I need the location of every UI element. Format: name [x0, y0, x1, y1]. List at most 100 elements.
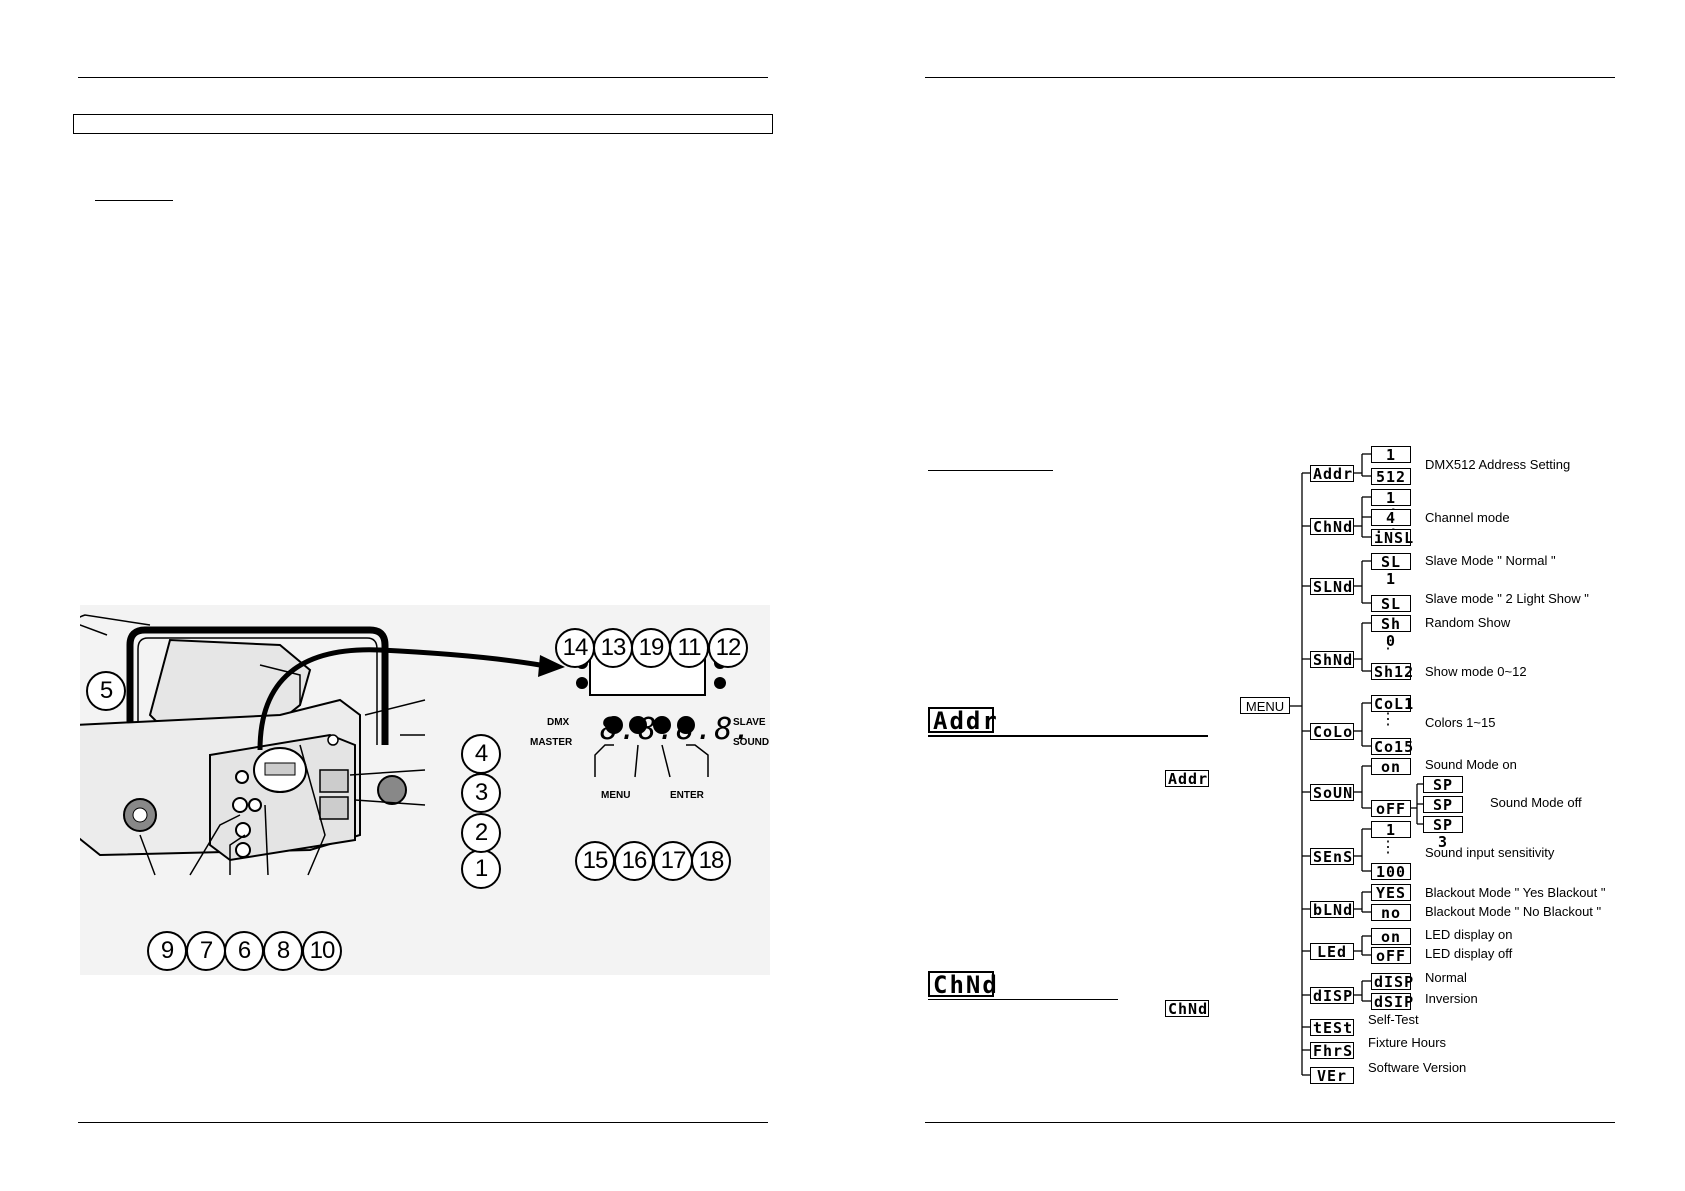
desc-disp-1: Inversion — [1425, 991, 1478, 1006]
panel-callout-16: 16 — [614, 841, 654, 881]
desc-led-0: LED display on — [1425, 927, 1513, 942]
subsection-underline — [95, 200, 173, 201]
panel-label-dmx: DMX — [547, 717, 570, 728]
panel-display: 8.8.8.8. — [600, 712, 753, 747]
submenu-colo-1: Co15 — [1371, 738, 1413, 756]
menu-item-disp: dISP — [1310, 987, 1354, 1005]
callout-5: 5 — [86, 671, 126, 711]
ellipsis-dots: ⋮ — [1380, 839, 1396, 856]
chnd-heading-rule — [928, 999, 1118, 1000]
desc-blnd-0: Blackout Mode " Yes Blackout " — [1425, 885, 1606, 900]
callout-8: 8 — [263, 931, 303, 971]
submenu-addr-1: 512 — [1371, 468, 1411, 486]
submenu-sens-1: 100 — [1371, 863, 1411, 881]
desc-led-1: LED display off — [1425, 946, 1513, 961]
header-rule-left — [78, 77, 768, 78]
menu-item-addr: Addr — [1310, 465, 1354, 483]
submenu-addr-0: 1 — [1371, 446, 1411, 464]
heading-addr-lcd: Addr — [928, 707, 997, 733]
submenu-soun-1: oFF — [1371, 800, 1411, 818]
subsubmenu-sp-1: SP 2 — [1423, 796, 1463, 831]
panel-callout-13: 13 — [593, 628, 633, 668]
panel-callout-11: 11 — [669, 628, 709, 668]
submenu-chnd-2: iNSL — [1371, 529, 1413, 547]
inline-addr-lcd: Addr — [1165, 770, 1209, 788]
menu-item-colo: CoLo — [1310, 723, 1354, 741]
desc-shnd-1: Show mode 0~12 — [1425, 664, 1527, 679]
submenu-blnd-0: YES — [1371, 884, 1411, 902]
callout-3: 3 — [461, 773, 501, 813]
submenu-shnd-0: Sh 0 — [1371, 615, 1411, 650]
panel-callout-12: 12 — [708, 628, 748, 668]
panel-label-master: MASTER — [530, 737, 573, 748]
desc-soun-0: Sound Mode on — [1425, 757, 1517, 772]
menu-item-soun: SoUN — [1310, 784, 1354, 802]
desc-disp-0: Normal — [1425, 970, 1467, 985]
callout-6: 6 — [224, 931, 264, 971]
panel-callout-17: 17 — [653, 841, 693, 881]
section-title-box — [73, 114, 773, 134]
submenu-led-1: oFF — [1371, 947, 1411, 965]
inline-chnd-lcd: ChNd — [1165, 1000, 1209, 1018]
submenu-led-0: on — [1371, 928, 1411, 946]
desc-soun-1: Sound Mode off — [1490, 795, 1582, 810]
menu-item-sens: SEnS — [1310, 848, 1354, 866]
settings-underline — [928, 470, 1053, 471]
submenu-slnd-1: SL 2 — [1371, 595, 1411, 630]
submenu-soun-0: on — [1371, 758, 1411, 776]
panel-callout-19: 19 — [631, 628, 671, 668]
desc-ver-0: Software Version — [1368, 1060, 1467, 1075]
ellipsis-dots: ⋮ — [1380, 711, 1396, 728]
submenu-colo-0: CoL1 — [1371, 695, 1413, 713]
desc-sens-0: Sound input sensitivity — [1425, 845, 1555, 860]
callout-10: 10 — [302, 931, 342, 971]
footer-rule-left — [78, 1122, 768, 1123]
footer-rule-right — [925, 1122, 1615, 1123]
panel-callout-15: 15 — [575, 841, 615, 881]
panel-label-slave: SLAVE — [733, 717, 766, 728]
submenu-disp-0: dISP — [1371, 973, 1413, 991]
desc-chnd-0: Channel mode — [1425, 510, 1510, 525]
desc-slnd-0: Slave Mode " Normal " — [1425, 553, 1556, 568]
panel-button-menu-label: MENU — [601, 790, 631, 801]
menu-item-shnd: ShNd — [1310, 651, 1354, 669]
panel-button-enter-label: ENTER — [670, 790, 704, 801]
menu-item-fhrs: FhrS — [1310, 1042, 1354, 1060]
desc-slnd-1: Slave mode " 2 Light Show " — [1425, 591, 1589, 606]
ellipsis-dots: ⋮ — [1380, 635, 1396, 652]
submenu-blnd-1: no — [1371, 904, 1411, 922]
menu-item-blnd: bLNd — [1310, 901, 1354, 919]
menu-item-test: tESt — [1310, 1019, 1354, 1037]
desc-test-0: Self-Test — [1368, 1012, 1419, 1027]
subsubmenu-sp-0: SP 1 — [1423, 776, 1463, 811]
callout-2: 2 — [461, 813, 501, 853]
callout-4: 4 — [461, 734, 501, 774]
desc-colo-0: Colors 1~15 — [1425, 715, 1496, 730]
submenu-slnd-0: SL 1 — [1371, 553, 1411, 588]
desc-fhrs-0: Fixture Hours — [1368, 1035, 1447, 1050]
heading-chnd-lcd: ChNd — [928, 971, 997, 997]
callout-7: 7 — [186, 931, 226, 971]
submenu-disp-1: dSIP — [1371, 993, 1413, 1011]
desc-shnd-0: Random Show — [1425, 615, 1511, 630]
subsubmenu-sp-2: SP 3 — [1423, 816, 1463, 851]
menu-item-chnd: ChNd — [1310, 518, 1354, 536]
callout-1: 1 — [461, 849, 501, 889]
callout-9: 9 — [147, 931, 187, 971]
desc-addr-0: DMX512 Address Setting — [1425, 457, 1571, 472]
menu-item-slnd: SLNd — [1310, 578, 1354, 596]
panel-callout-14: 14 — [555, 628, 595, 668]
addr-heading-rule — [928, 735, 1208, 737]
submenu-sens-0: 1 — [1371, 821, 1411, 839]
submenu-shnd-1: Sh12 — [1371, 663, 1413, 681]
desc-blnd-1: Blackout Mode " No Blackout " — [1425, 904, 1602, 919]
menu-item-ver: VEr — [1310, 1067, 1354, 1085]
header-rule-right — [925, 77, 1615, 78]
menu-item-led: LEd — [1310, 943, 1354, 961]
submenu-chnd-0: 1 Ch — [1371, 489, 1411, 524]
panel-label-sound: SOUND — [733, 737, 770, 748]
menu-root: MENU — [1240, 697, 1290, 714]
submenu-chnd-1: 4 Ch — [1371, 509, 1411, 544]
panel-callout-18: 18 — [691, 841, 731, 881]
